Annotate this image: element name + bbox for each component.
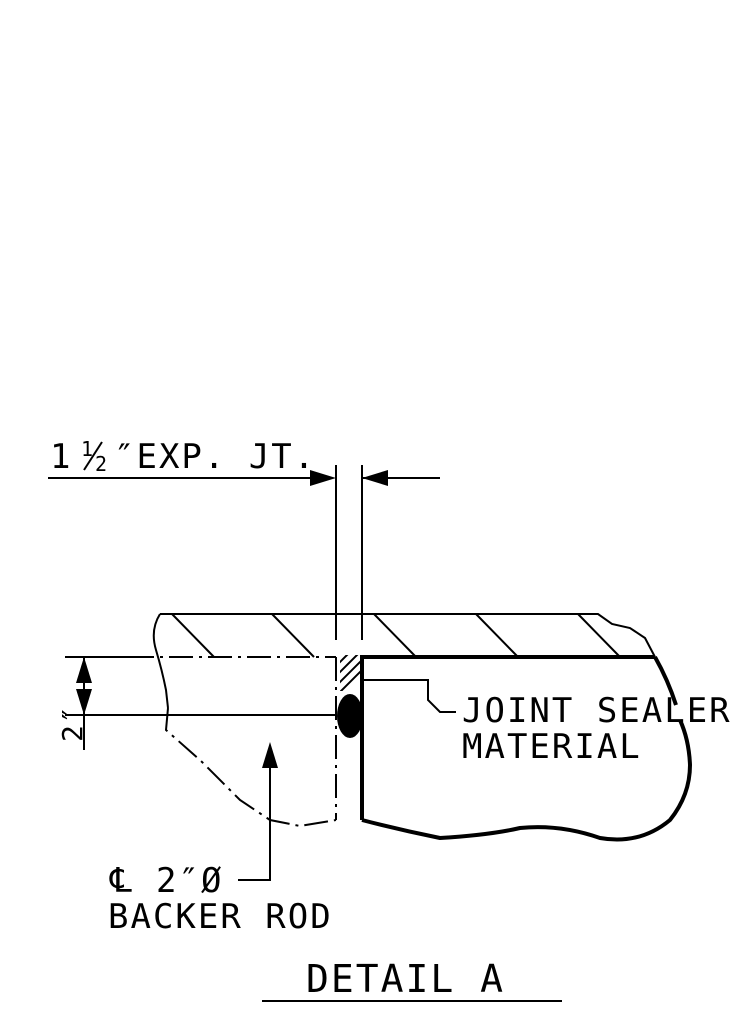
vertical-dimension: 2″ [56, 656, 336, 750]
joint-sealer-label-line1: JOINT SEALER [462, 691, 732, 731]
backer-rod [337, 694, 363, 738]
exp-joint-arrow-right [310, 470, 336, 486]
detail-title: DETAIL A [306, 957, 505, 1001]
dim-value: 2″ [56, 704, 89, 742]
backer-rod-arrow [262, 742, 278, 768]
exp-joint-label: ″EXP. JT. [114, 437, 316, 477]
slab-top-surface [160, 613, 656, 658]
dim-arrow-up [76, 657, 92, 683]
fraction-slash [83, 441, 103, 471]
slab-section [130, 613, 693, 842]
right-slab-outline [360, 655, 655, 820]
joint-sealer-callout: JOINT SEALER MATERIAL [362, 679, 732, 767]
centerline-symbol: ℄ [109, 861, 134, 901]
slab-left-break-edge [152, 613, 169, 709]
expansion-joint-dimension: 1 1 2 ″EXP. JT. [48, 437, 440, 640]
exp-joint-fraction-denominator: 2 [95, 452, 109, 476]
exp-joint-whole: 1 [50, 437, 72, 477]
backer-rod-size: 2″Ø [156, 861, 223, 901]
left-slab-broken-outline [164, 707, 337, 828]
joint-sealer-label-line2: MATERIAL [462, 727, 642, 767]
backer-rod-leader [238, 766, 271, 881]
backer-rod-label: BACKER ROD [108, 897, 333, 937]
right-slab-broken-side [653, 656, 678, 706]
detail-title-block: DETAIL A [262, 957, 562, 1002]
joint-sealer-leader [362, 679, 456, 713]
dim-arrow-down [76, 689, 92, 715]
exp-joint-fraction-numerator: 1 [81, 437, 95, 461]
backer-rod-callout: ℄ 2″Ø BACKER ROD [108, 742, 333, 937]
exp-joint-arrow-left [362, 470, 388, 486]
joint-sealer-hatching [340, 655, 363, 691]
right-slab-broken-bottom [361, 719, 693, 842]
slab-hatching [171, 613, 621, 658]
